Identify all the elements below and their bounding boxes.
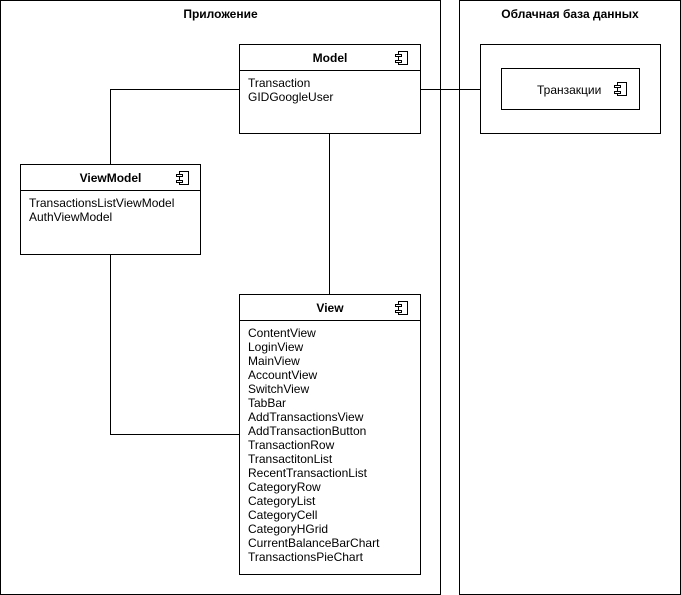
view-item: AddTransactionsView: [248, 410, 364, 424]
viewmodel-items: TransactionsListViewModel AuthViewModel: [21, 191, 200, 224]
view-item: TabBar: [248, 396, 287, 410]
model-header: Model: [240, 45, 420, 71]
view-item: TransactitonList: [248, 452, 333, 466]
model-component[interactable]: Model Transaction GIDGoogleUser: [239, 44, 421, 134]
viewmodel-header: ViewModel: [21, 165, 200, 191]
model-item: GIDGoogleUser: [248, 90, 334, 104]
model-item: Transaction: [248, 76, 311, 90]
view-item: CategoryList: [248, 494, 316, 508]
view-item: CurrentBalanceBarChart: [248, 536, 380, 550]
component-icon: [176, 171, 189, 185]
view-component[interactable]: View ContentView LoginView MainView Acco…: [239, 294, 421, 575]
view-items: ContentView LoginView MainView AccountVi…: [240, 321, 420, 564]
model-title: Model: [312, 51, 348, 65]
view-item: ContentView: [248, 326, 316, 340]
view-item: RecentTransactionList: [248, 466, 367, 480]
connector-model-cloud: [420, 89, 502, 90]
view-item: CategoryCell: [248, 508, 318, 522]
connector-viewmodel-model-vertical: [110, 89, 111, 165]
transactions-db-component[interactable]: Транзакции: [501, 68, 640, 110]
view-item: TransactionRow: [248, 438, 335, 452]
component-icon: [614, 82, 627, 96]
view-title: View: [316, 301, 344, 315]
connector-viewmodel-view-horizontal: [110, 434, 240, 435]
view-header: View: [240, 295, 420, 321]
view-item: SwitchView: [248, 382, 310, 396]
view-item: LoginView: [248, 340, 304, 354]
connector-viewmodel-view-vertical: [110, 254, 111, 434]
component-icon: [395, 301, 408, 315]
app-frame-title: Приложение: [183, 7, 258, 21]
view-item: MainView: [248, 354, 300, 368]
view-item: TransactionsPieChart: [248, 550, 363, 564]
viewmodel-item: TransactionsListViewModel: [29, 196, 175, 210]
component-icon: [395, 51, 408, 65]
view-item: CategoryRow: [248, 480, 321, 494]
transactions-db-label: Транзакции: [537, 83, 602, 97]
viewmodel-component[interactable]: ViewModel TransactionsListViewModel Auth…: [20, 164, 201, 255]
connector-model-view: [329, 133, 330, 295]
view-item: AddTransactionButton: [248, 424, 367, 438]
viewmodel-item: AuthViewModel: [29, 210, 113, 224]
view-item: AccountView: [248, 368, 318, 382]
view-item: CategoryHGrid: [248, 522, 329, 536]
model-items: Transaction GIDGoogleUser: [240, 71, 420, 104]
connector-viewmodel-model-horizontal: [110, 89, 240, 90]
cloud-frame-title: Облачная база данных: [501, 7, 639, 21]
viewmodel-title: ViewModel: [79, 171, 142, 185]
